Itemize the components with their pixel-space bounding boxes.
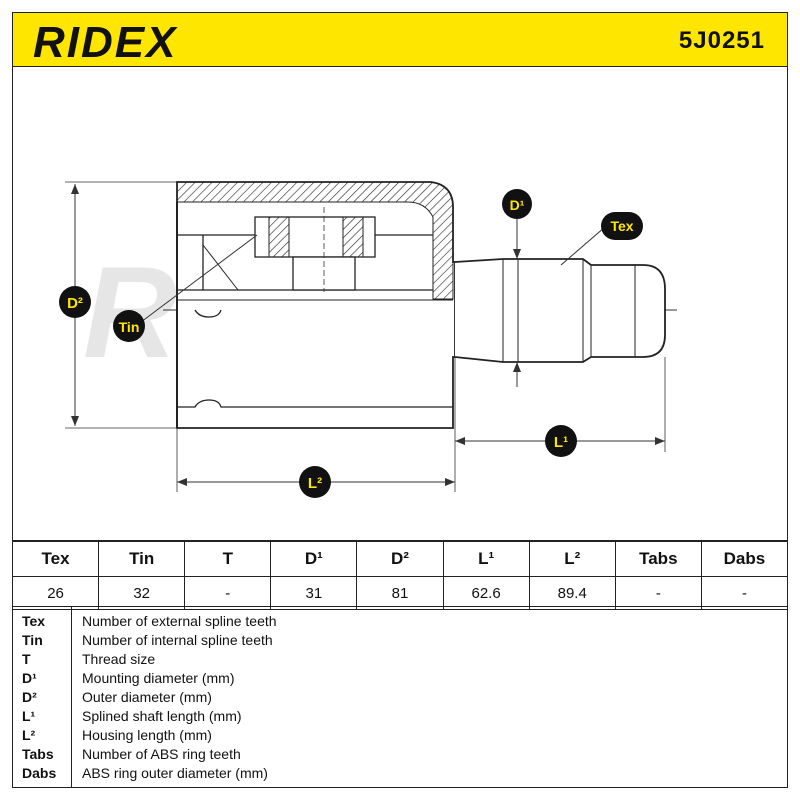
legend-desc: Splined shaft length (mm) (82, 708, 242, 724)
spec-header-row: Tex Tin T D¹ D² L¹ L² Tabs Dabs (11, 541, 789, 577)
legend-desc: Outer diameter (mm) (82, 689, 212, 705)
value-tin: 32 (98, 576, 186, 610)
legend-code: L¹ (22, 708, 36, 724)
housing-wall-hatch (176, 181, 454, 300)
legend-row: L¹ Splined shaft length (mm) (13, 708, 787, 727)
legend-code: Tin (22, 632, 43, 648)
legend-desc: ABS ring outer diameter (mm) (82, 765, 268, 781)
legend-desc: Thread size (82, 651, 156, 667)
legend: Tex Number of external spline teeth Tin … (12, 606, 788, 788)
splined-shaft (454, 258, 666, 363)
legend-row: Tin Number of internal spline teeth (13, 632, 787, 651)
svg-text:D²: D² (67, 295, 83, 312)
spec-value-row: 26 32 - 31 81 62.6 89.4 - - (11, 576, 789, 610)
part-number: 5J0251 (678, 27, 765, 54)
legend-code: T (22, 651, 31, 667)
value-d1: 31 (270, 576, 358, 610)
legend-row: L² Housing length (mm) (13, 727, 787, 746)
value-d2: 81 (356, 576, 444, 610)
legend-desc: Housing length (mm) (82, 727, 212, 743)
legend-code: D² (22, 689, 37, 705)
logo-text: RIDEX (33, 19, 178, 63)
header-d1: D¹ (270, 541, 358, 577)
d2-label: D² (59, 286, 91, 318)
legend-desc: Number of external spline teeth (82, 613, 277, 629)
value-t: - (184, 576, 272, 610)
value-tex: 26 (11, 576, 100, 610)
cv-joint-drawing: RIDEX (59, 181, 678, 498)
legend-row: T Thread size (13, 651, 787, 670)
tin-label: Tin (113, 310, 145, 342)
legend-divider (71, 607, 72, 787)
svg-text:D¹: D¹ (510, 197, 525, 213)
legend-row: Tex Number of external spline teeth (13, 613, 787, 632)
header-l2: L² (528, 541, 616, 577)
header-dabs: Dabs (700, 541, 789, 577)
d1-label: D¹ (502, 189, 532, 219)
legend-code: Tabs (22, 746, 54, 762)
value-l2: 89.4 (528, 576, 616, 610)
legend-desc: Number of ABS ring teeth (82, 746, 241, 762)
value-tabs: - (614, 576, 702, 610)
svg-text:L¹: L¹ (554, 434, 568, 451)
legend-code: D¹ (22, 670, 37, 686)
value-dabs: - (700, 576, 789, 610)
legend-code: L² (22, 727, 36, 743)
header-tabs: Tabs (614, 541, 702, 577)
legend-row: D² Outer diameter (mm) (13, 689, 787, 708)
svg-text:L²: L² (308, 475, 322, 492)
svg-text:Tin: Tin (119, 319, 140, 335)
l1-label: L¹ (545, 425, 577, 457)
l2-label: L² (299, 466, 331, 498)
tex-leader (560, 226, 606, 266)
header-tin: Tin (98, 541, 186, 577)
header-bar: RIDEX 5J0251 (12, 12, 788, 67)
svg-text:Tex: Tex (610, 218, 633, 234)
header-t: T (184, 541, 272, 577)
tin-leader (136, 234, 258, 326)
tex-label: Tex (601, 212, 643, 240)
legend-desc: Mounting diameter (mm) (82, 670, 235, 686)
legend-row: Dabs ABS ring outer diameter (mm) (13, 765, 787, 784)
value-l1: 62.6 (442, 576, 530, 610)
legend-row: Tabs Number of ABS ring teeth (13, 746, 787, 765)
header-d2: D² (356, 541, 444, 577)
header-l1: L¹ (442, 541, 530, 577)
legend-code: Tex (22, 613, 46, 629)
legend-code: Dabs (22, 765, 57, 781)
spec-table: Tex Tin T D¹ D² L¹ L² Tabs Dabs 26 32 - … (11, 541, 789, 610)
technical-drawing: RIDEX (12, 67, 788, 541)
header-tex: Tex (11, 541, 100, 577)
legend-desc: Number of internal spline teeth (82, 632, 273, 648)
ridex-logo: RIDEX (33, 19, 178, 63)
legend-row: D¹ Mounting diameter (mm) (13, 670, 787, 689)
